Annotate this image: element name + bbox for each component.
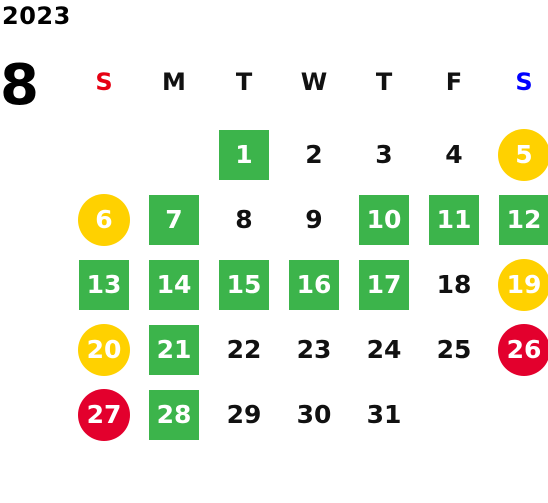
weekday-monday: M: [162, 68, 186, 96]
day-cell[interactable]: 18: [419, 252, 489, 317]
day-number[interactable]: 15: [219, 259, 269, 310]
day-number[interactable]: 3: [375, 140, 393, 169]
weekday-sunday: S: [95, 68, 113, 96]
weekday-tuesday: T: [235, 68, 253, 96]
day-cell[interactable]: 4: [419, 122, 489, 187]
weekday-wednesday: W: [300, 68, 328, 96]
day-cell[interactable]: 12: [489, 187, 548, 252]
day-number[interactable]: 30: [296, 400, 332, 429]
day-cell[interactable]: 17: [349, 252, 419, 317]
day-number[interactable]: 8: [235, 205, 253, 234]
day-cell[interactable]: 28: [139, 382, 209, 447]
day-cell[interactable]: 23: [279, 317, 349, 382]
day-cell[interactable]: 26: [489, 317, 548, 382]
day-cell[interactable]: 24: [349, 317, 419, 382]
day-number[interactable]: 2: [305, 140, 323, 169]
day-number[interactable]: 29: [226, 400, 262, 429]
day-number[interactable]: 5: [498, 128, 548, 181]
day-cell[interactable]: 2: [279, 122, 349, 187]
day-cell[interactable]: 9: [279, 187, 349, 252]
day-cell[interactable]: 13: [69, 252, 139, 317]
weekday-header: S M T W T F S: [69, 65, 548, 99]
day-number[interactable]: 21: [149, 324, 199, 375]
day-cell[interactable]: 7: [139, 187, 209, 252]
day-cell: [139, 122, 209, 187]
day-cell[interactable]: 6: [69, 187, 139, 252]
day-cell[interactable]: 25: [419, 317, 489, 382]
year-label: 2023: [2, 2, 71, 30]
day-number[interactable]: 31: [366, 400, 402, 429]
day-cell[interactable]: 5: [489, 122, 548, 187]
day-cell: [419, 382, 489, 447]
day-number[interactable]: 25: [436, 335, 472, 364]
day-number[interactable]: 1: [219, 129, 269, 180]
day-cell[interactable]: 11: [419, 187, 489, 252]
day-number[interactable]: 24: [366, 335, 402, 364]
day-cell[interactable]: 16: [279, 252, 349, 317]
day-cell[interactable]: 1: [209, 122, 279, 187]
day-number[interactable]: 17: [359, 259, 409, 310]
day-cell[interactable]: 22: [209, 317, 279, 382]
day-number[interactable]: 6: [78, 193, 130, 246]
day-number[interactable]: 7: [149, 194, 199, 245]
day-number[interactable]: 23: [296, 335, 332, 364]
day-cell[interactable]: 20: [69, 317, 139, 382]
weekday-thursday: T: [375, 68, 393, 96]
day-number[interactable]: 14: [149, 259, 199, 310]
day-cell[interactable]: 29: [209, 382, 279, 447]
day-number[interactable]: 9: [305, 205, 323, 234]
day-number[interactable]: 4: [445, 140, 463, 169]
day-cell[interactable]: 14: [139, 252, 209, 317]
day-cell: [69, 122, 139, 187]
day-cell[interactable]: 15: [209, 252, 279, 317]
month-number: 8: [0, 53, 39, 118]
day-cell[interactable]: 10: [349, 187, 419, 252]
day-number[interactable]: 10: [359, 194, 409, 245]
day-number[interactable]: 28: [149, 389, 199, 440]
day-cell[interactable]: 19: [489, 252, 548, 317]
day-cell[interactable]: 8: [209, 187, 279, 252]
day-cell[interactable]: 3: [349, 122, 419, 187]
day-cell[interactable]: 31: [349, 382, 419, 447]
calendar-grid: 1 2 3 4 5 6 7 8 9 10 11 12 13 14 15 16 1…: [69, 122, 548, 447]
day-number[interactable]: 27: [78, 388, 130, 441]
day-number[interactable]: 22: [226, 335, 262, 364]
day-number[interactable]: 11: [429, 194, 479, 245]
day-number[interactable]: 19: [498, 258, 548, 311]
day-cell[interactable]: 21: [139, 317, 209, 382]
day-number[interactable]: 20: [78, 323, 130, 376]
day-number[interactable]: 12: [499, 194, 548, 245]
day-number[interactable]: 26: [498, 323, 548, 376]
day-cell[interactable]: 30: [279, 382, 349, 447]
weekday-saturday: S: [515, 68, 533, 96]
day-cell[interactable]: 27: [69, 382, 139, 447]
day-number[interactable]: 13: [79, 259, 129, 310]
day-number[interactable]: 16: [289, 259, 339, 310]
weekday-friday: F: [445, 68, 463, 96]
day-number[interactable]: 18: [436, 270, 472, 299]
day-cell: [489, 382, 548, 447]
